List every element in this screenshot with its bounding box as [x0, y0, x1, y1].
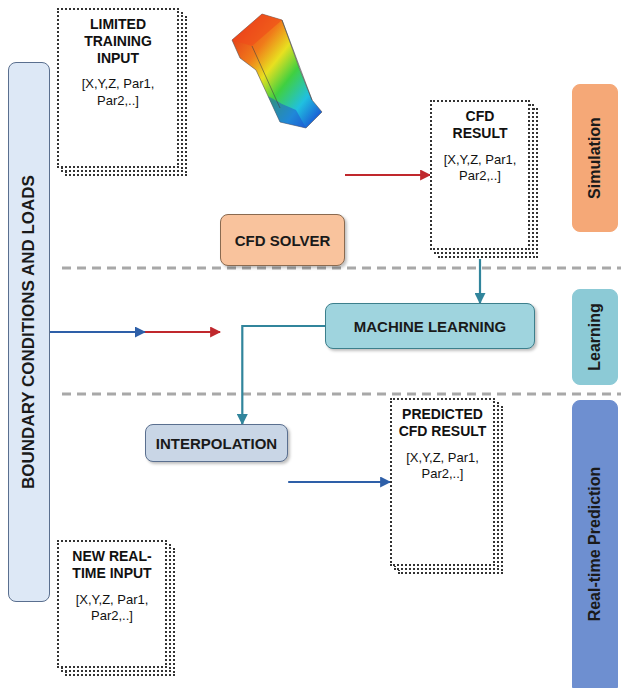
process-box: INTERPOLATION [145, 424, 288, 462]
band-label: Simulation [586, 117, 604, 199]
band-label: Learning [586, 303, 604, 371]
document-stack: CFD RESULT [X,Y,Z, Par1, Par2,..] [430, 100, 530, 250]
box-label: MACHINE LEARNING [354, 318, 507, 335]
document-title: NEW REAL-TIME INPUT [64, 548, 160, 582]
document-title: CFD RESULT [437, 108, 523, 142]
field-list: [X,Y,Z, Par1, Par2,..] [397, 450, 488, 483]
flow-arrow [345, 174, 430, 176]
section-divider [62, 267, 621, 270]
process-box: CFD SOLVER [220, 214, 345, 266]
process-box: MACHINE LEARNING [325, 303, 535, 349]
document-title: PREDICTED CFD RESULT [397, 406, 488, 440]
flow-arrow [50, 331, 145, 333]
field-list: [X,Y,Z, Par1, Par2,..] [64, 76, 172, 109]
field-list: [X,Y,Z, Par1, Par2,..] [437, 152, 523, 185]
section-band: Simulation [572, 84, 618, 232]
document-stack: LIMITED TRAINING INPUT [X,Y,Z, Par1, Par2… [57, 8, 179, 168]
band-label: BOUNDARY CONDITIONS AND LOADS [19, 175, 39, 489]
section-band: Real-time Prediction [572, 400, 618, 688]
flow-arrow [479, 259, 481, 303]
document-stack: NEW REAL-TIME INPUT [X,Y,Z, Par1, Par2,..… [57, 540, 167, 668]
document-title: LIMITED TRAINING INPUT [64, 16, 172, 66]
flow-arrow [50, 331, 220, 333]
document-stack: PREDICTED CFD RESULT [X,Y,Z, Par1, Par2,.… [390, 398, 495, 566]
cfd-part-illustration [232, 14, 322, 128]
flow-arrow [242, 326, 325, 424]
section-band: Learning [572, 289, 618, 385]
flow-arrow [288, 481, 390, 483]
document-page: CFD RESULT [X,Y,Z, Par1, Par2,..] [430, 100, 530, 250]
band-label: Real-time Prediction [586, 467, 604, 622]
field-list: [X,Y,Z, Par1, Par2,..] [64, 592, 160, 625]
section-divider [62, 393, 621, 396]
section-band: BOUNDARY CONDITIONS AND LOADS [8, 62, 50, 602]
document-page: PREDICTED CFD RESULT [X,Y,Z, Par1, Par2,.… [390, 398, 495, 566]
box-label: CFD SOLVER [235, 232, 331, 249]
document-page: LIMITED TRAINING INPUT [X,Y,Z, Par1, Par2… [57, 8, 179, 168]
document-page: NEW REAL-TIME INPUT [X,Y,Z, Par1, Par2,..… [57, 540, 167, 668]
box-label: INTERPOLATION [156, 435, 277, 452]
